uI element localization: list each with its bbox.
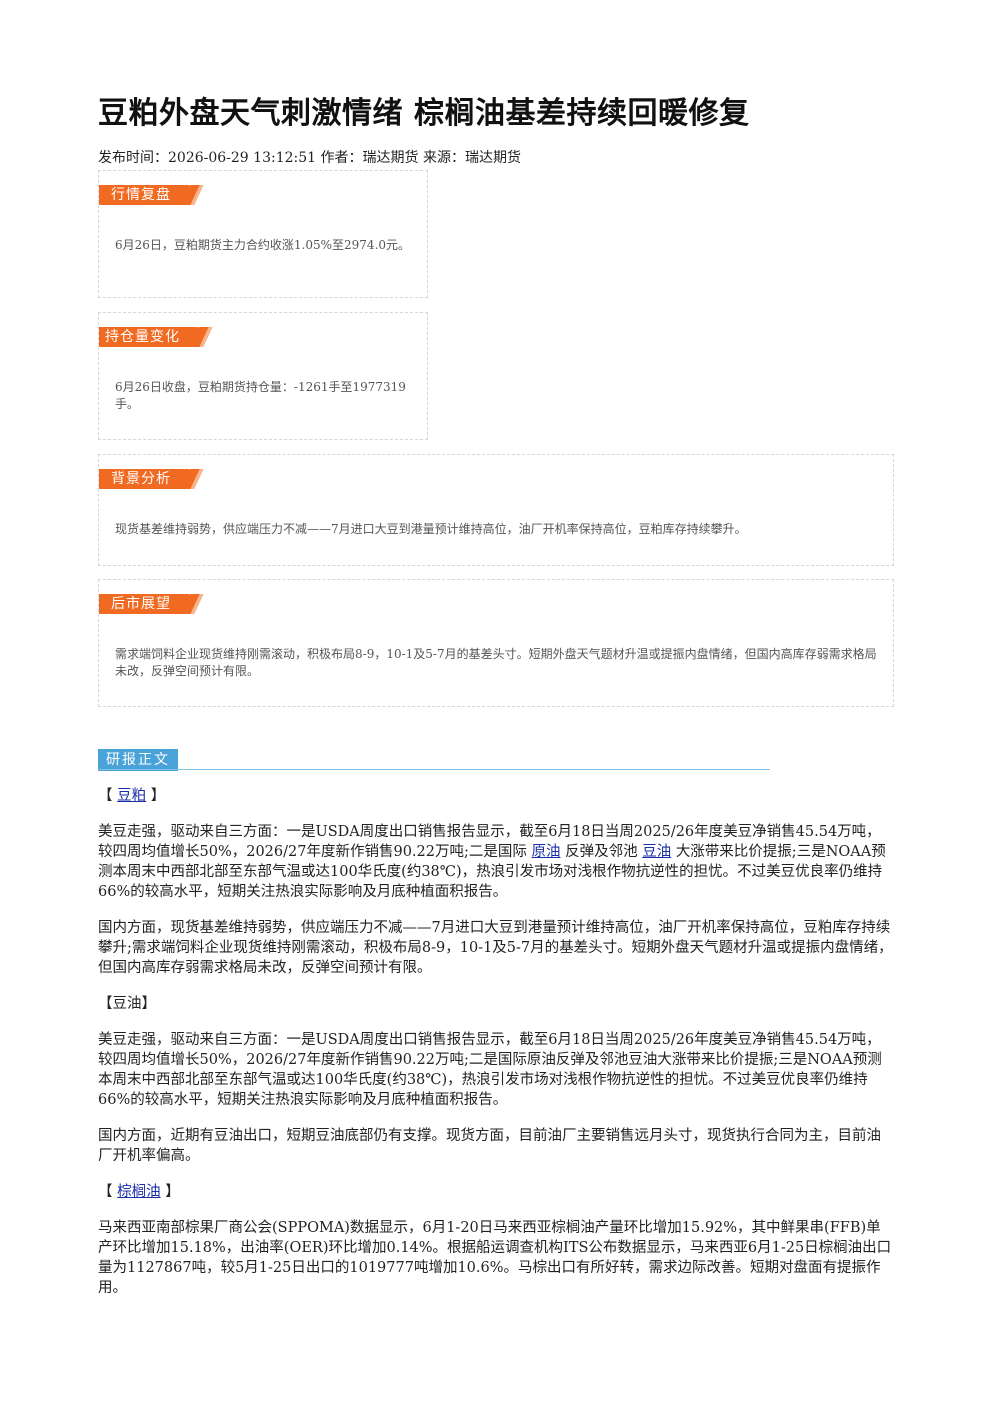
soymeal-bracket-close: 】 <box>150 788 166 804</box>
soymeal-link[interactable]: 豆粕 <box>117 788 147 804</box>
palm-bracket-open: 【 <box>98 1184 113 1200</box>
background-text: 现货基差维持弱势，供应端压力不减——7月进口大豆到港量预计维持高位，油厂开机率保… <box>115 522 747 536</box>
position-change-text: 6月26日收盘，豆粕期货持仓量：-1261手至1977319手。 <box>115 380 406 411</box>
palm-oil-heading: 【 棕榈油 】 <box>98 1182 180 1202</box>
report-section-divider <box>98 769 770 770</box>
palm-oil-link[interactable]: 棕榈油 <box>117 1184 161 1200</box>
background-card: 背景分析 现货基差维持弱势，供应端压力不减——7月进口大豆到港量预计维持高位，油… <box>98 454 894 566</box>
soymeal-p1-part-a: 美豆走强，驱动来自三方面：一是USDA周度出口销售报告显示，截至6月18日当周2… <box>98 824 881 860</box>
market-review-tag: 行情复盘 <box>99 185 189 205</box>
outlook-text: 需求端饲料企业现货维持刚需滚动，积极布局8-9，10-1及5-7月的基差头寸。短… <box>115 647 877 678</box>
palm-oil-paragraph-1: 马来西亚南部棕果厂商公会(SPPOMA)数据显示，6月1-20日马来西亚棕榈油产… <box>98 1218 894 1298</box>
background-tag: 背景分析 <box>99 469 189 489</box>
soymeal-p1-part-b: 反弹及邻池 <box>565 844 638 860</box>
soymeal-paragraph-1: 美豆走强，驱动来自三方面：一是USDA周度出口销售报告显示，截至6月18日当周2… <box>98 822 894 902</box>
market-review-card: 行情复盘 6月26日，豆粕期货主力合约收涨1.05%至2974.0元。 <box>98 170 428 298</box>
soyoil-p1-text: 美豆走强，驱动来自三方面：一是USDA周度出口销售报告显示，截至6月18日当周2… <box>98 1032 882 1108</box>
soymeal-p2-text: 国内方面，现货基差维持弱势，供应端压力不减——7月进口大豆到港量预计维持高位，油… <box>98 920 893 976</box>
soyoil-link[interactable]: 豆油 <box>642 844 672 860</box>
soyoil-p2-text: 国内方面，近期有豆油出口，短期豆油底部仍有支撑。现货方面，目前油厂主要销售远月头… <box>98 1128 881 1164</box>
crude-oil-link[interactable]: 原油 <box>531 844 561 860</box>
position-change-card: 持仓量变化 6月26日收盘，豆粕期货持仓量：-1261手至1977319手。 <box>98 312 428 440</box>
soyoil-paragraph-2: 国内方面，近期有豆油出口，短期豆油底部仍有支撑。现货方面，目前油厂主要销售远月头… <box>98 1126 894 1166</box>
outlook-card: 后市展望 需求端饲料企业现货维持刚需滚动，积极布局8-9，10-1及5-7月的基… <box>98 579 894 707</box>
outlook-tag: 后市展望 <box>99 594 189 614</box>
market-review-text: 6月26日，豆粕期货主力合约收涨1.05%至2974.0元。 <box>115 238 411 252</box>
position-change-tag: 持仓量变化 <box>99 327 198 347</box>
report-section-tag: 研报正文 <box>98 749 178 771</box>
soymeal-heading: 【 豆粕 】 <box>98 786 165 806</box>
palm-bracket-close: 】 <box>165 1184 180 1200</box>
article-meta: 发布时间：2026-06-29 13:12:51 作者：瑞达期货 来源：瑞达期货 <box>98 150 521 166</box>
soymeal-bracket-open: 【 <box>98 788 113 804</box>
palm-oil-p1-text: 马来西亚南部棕果厂商公会(SPPOMA)数据显示，6月1-20日马来西亚棕榈油产… <box>98 1220 892 1296</box>
soyoil-heading: 【豆油】 <box>98 996 156 1012</box>
soyoil-paragraph-1: 美豆走强，驱动来自三方面：一是USDA周度出口销售报告显示，截至6月18日当周2… <box>98 1030 894 1110</box>
soymeal-p1-part-c: 大涨带来比价提振;三是NOAA预测本周末中西部北部至东部气温或达100华氏度(约… <box>98 844 886 900</box>
article-title: 豆粕外盘天气刺激情绪 棕榈油基差持续回暖修复 <box>98 96 750 131</box>
soymeal-paragraph-2: 国内方面，现货基差维持弱势，供应端压力不减——7月进口大豆到港量预计维持高位，油… <box>98 918 894 978</box>
